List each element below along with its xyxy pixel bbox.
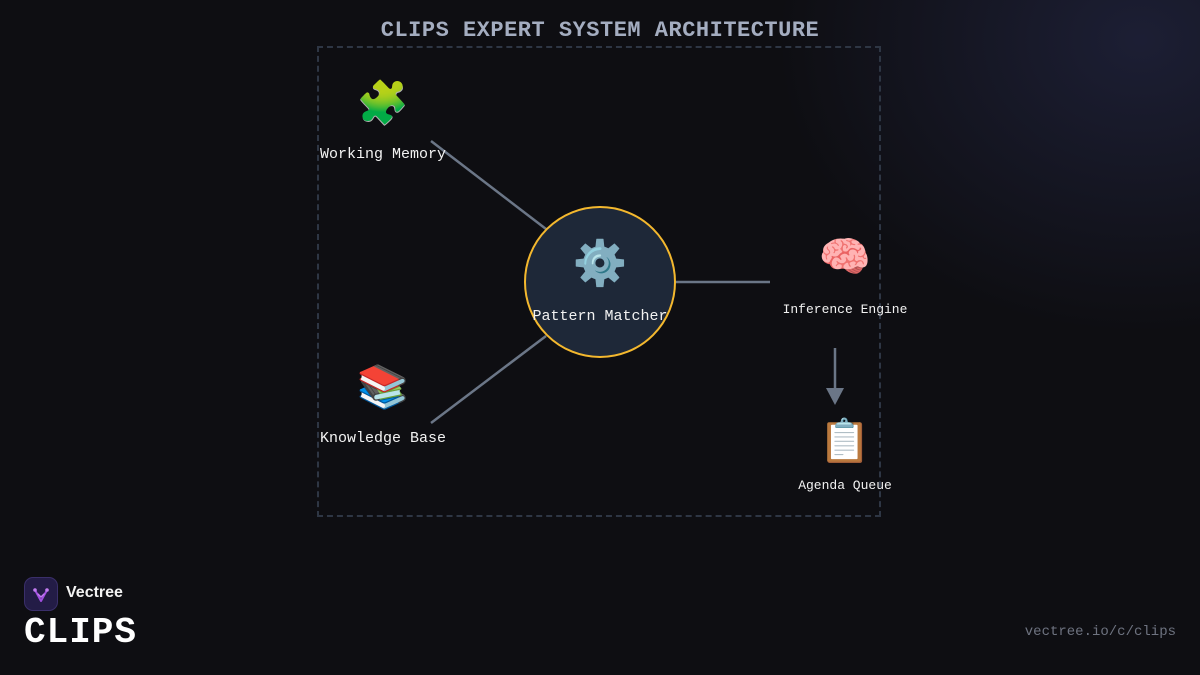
- node-label: Working Memory: [319, 146, 447, 163]
- brain-icon: 🧠: [818, 232, 872, 281]
- connector-knowledge-base: [430, 335, 547, 424]
- node-label: Agenda Queue: [798, 478, 892, 493]
- clipboard-icon: 📋: [818, 416, 872, 465]
- node-inference-engine: 🧠 Inference Engine: [775, 232, 915, 318]
- diagram-frame: [317, 46, 881, 517]
- gear-icon: ⚙️: [572, 238, 628, 289]
- puzzle-piece-icon: 🧩: [356, 78, 410, 127]
- arrowhead-agenda: [826, 388, 844, 405]
- node-knowledge-base: 📚 Knowledge Base: [313, 362, 453, 448]
- node-pattern-matcher: ⚙️ Pattern Matcher: [524, 206, 676, 358]
- node-label: Inference Engine: [782, 302, 908, 317]
- node-label: Knowledge Base: [319, 430, 447, 447]
- product-name: CLIPS: [24, 612, 138, 653]
- diagram-title: CLIPS EXPERT SYSTEM ARCHITECTURE: [380, 18, 820, 43]
- company-name: Vectree: [66, 584, 123, 601]
- node-agenda-queue: 📋 Agenda Queue: [775, 416, 915, 494]
- site-url[interactable]: vectree.io/c/clips: [1024, 624, 1176, 640]
- connector-working-memory: [430, 140, 547, 230]
- vectree-logo-icon: [24, 577, 58, 611]
- books-icon: 📚: [356, 362, 410, 411]
- node-working-memory: 🧩 Working Memory: [313, 78, 453, 164]
- node-label: Pattern Matcher: [532, 308, 668, 325]
